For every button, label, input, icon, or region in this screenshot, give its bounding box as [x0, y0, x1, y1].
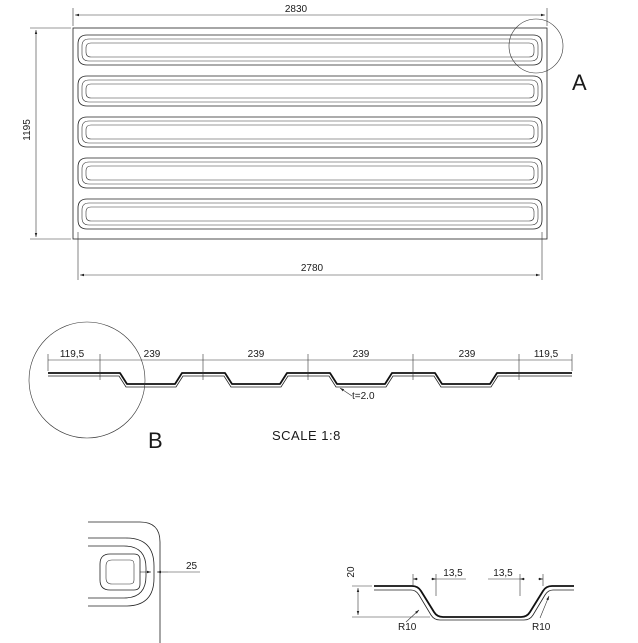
detail-a-slot-outer: [99, 553, 141, 591]
detail-a-width-label: 25: [186, 561, 198, 572]
channel-slot-outline: [85, 124, 535, 140]
pitch-label-6: 119,5: [534, 349, 559, 360]
detail-a-marker: A: [572, 70, 587, 95]
inner-width-dimension: 2780: [77, 232, 543, 280]
height-dimension: 1195: [22, 27, 71, 240]
detail-b-profile-top: [374, 585, 574, 618]
detail-a-circle: [508, 18, 564, 74]
channel-slot-outline: [85, 206, 535, 222]
detail-b-flat-label-2: 13,5: [493, 568, 513, 579]
corrugated-profile-top: [48, 372, 572, 385]
scale-label: SCALE 1:8: [272, 428, 341, 443]
corrugated-profile-bottom: [48, 375, 572, 388]
channel-inner-outline: [81, 120, 539, 144]
detail-a-slot-inner: [105, 559, 135, 585]
channel-slot-outline: [85, 165, 535, 181]
detail-a-view: 25: [88, 521, 200, 643]
inner-width-label: 2780: [301, 263, 324, 274]
pitch-label-4: 239: [353, 349, 370, 360]
channel-slot-outline: [85, 83, 535, 99]
channel: [77, 157, 543, 189]
width-dimension: 2830: [72, 4, 548, 26]
channel: [77, 34, 543, 66]
detail-b-radius-label-1: R10: [398, 622, 417, 633]
detail-a-channel-outer: [88, 537, 155, 607]
channel-slot-outline: [85, 42, 535, 58]
channel-outer-outline: [77, 75, 543, 107]
height-label: 1195: [22, 119, 33, 141]
pitch-label-5: 239: [459, 349, 476, 360]
pitch-label-2: 239: [144, 349, 161, 360]
channel-inner-outline: [81, 38, 539, 62]
panel-outline: [72, 27, 548, 240]
detail-b-radius-label-2: R10: [532, 622, 551, 633]
channel-outer-outline: [77, 116, 543, 148]
detail-b-circle: [28, 321, 146, 439]
channel-inner-outline: [81, 79, 539, 103]
channel: [77, 116, 543, 148]
detail-b-flat-label-1: 13,5: [443, 568, 463, 579]
thickness-label: t=2.0: [352, 391, 375, 402]
pitch-label-3: 239: [248, 349, 265, 360]
channel-outer-outline: [77, 157, 543, 189]
channel-inner-outline: [81, 202, 539, 226]
plan-view: 2830 1195 2780 A: [22, 4, 587, 280]
channel-outer-outline: [77, 34, 543, 66]
channel: [77, 198, 543, 230]
detail-b-view: 20 13,5 13,5 R10 R10: [346, 566, 574, 633]
channel-group: [77, 34, 543, 230]
channel-inner-outline: [81, 161, 539, 185]
detail-b-marker: B: [148, 428, 163, 453]
channel: [77, 75, 543, 107]
channel-outer-outline: [77, 198, 543, 230]
detail-b-depth-label: 20: [346, 566, 357, 578]
width-label: 2830: [285, 4, 308, 15]
pitch-dimensions: 119,5 239 239 239 239 119,5: [47, 349, 573, 380]
pitch-label-1: 119,5: [60, 349, 85, 360]
section-view: 119,5 239 239 239 239 119,5 t=2.0 B SCAL…: [28, 321, 573, 453]
detail-b-profile-bottom: [374, 589, 574, 621]
